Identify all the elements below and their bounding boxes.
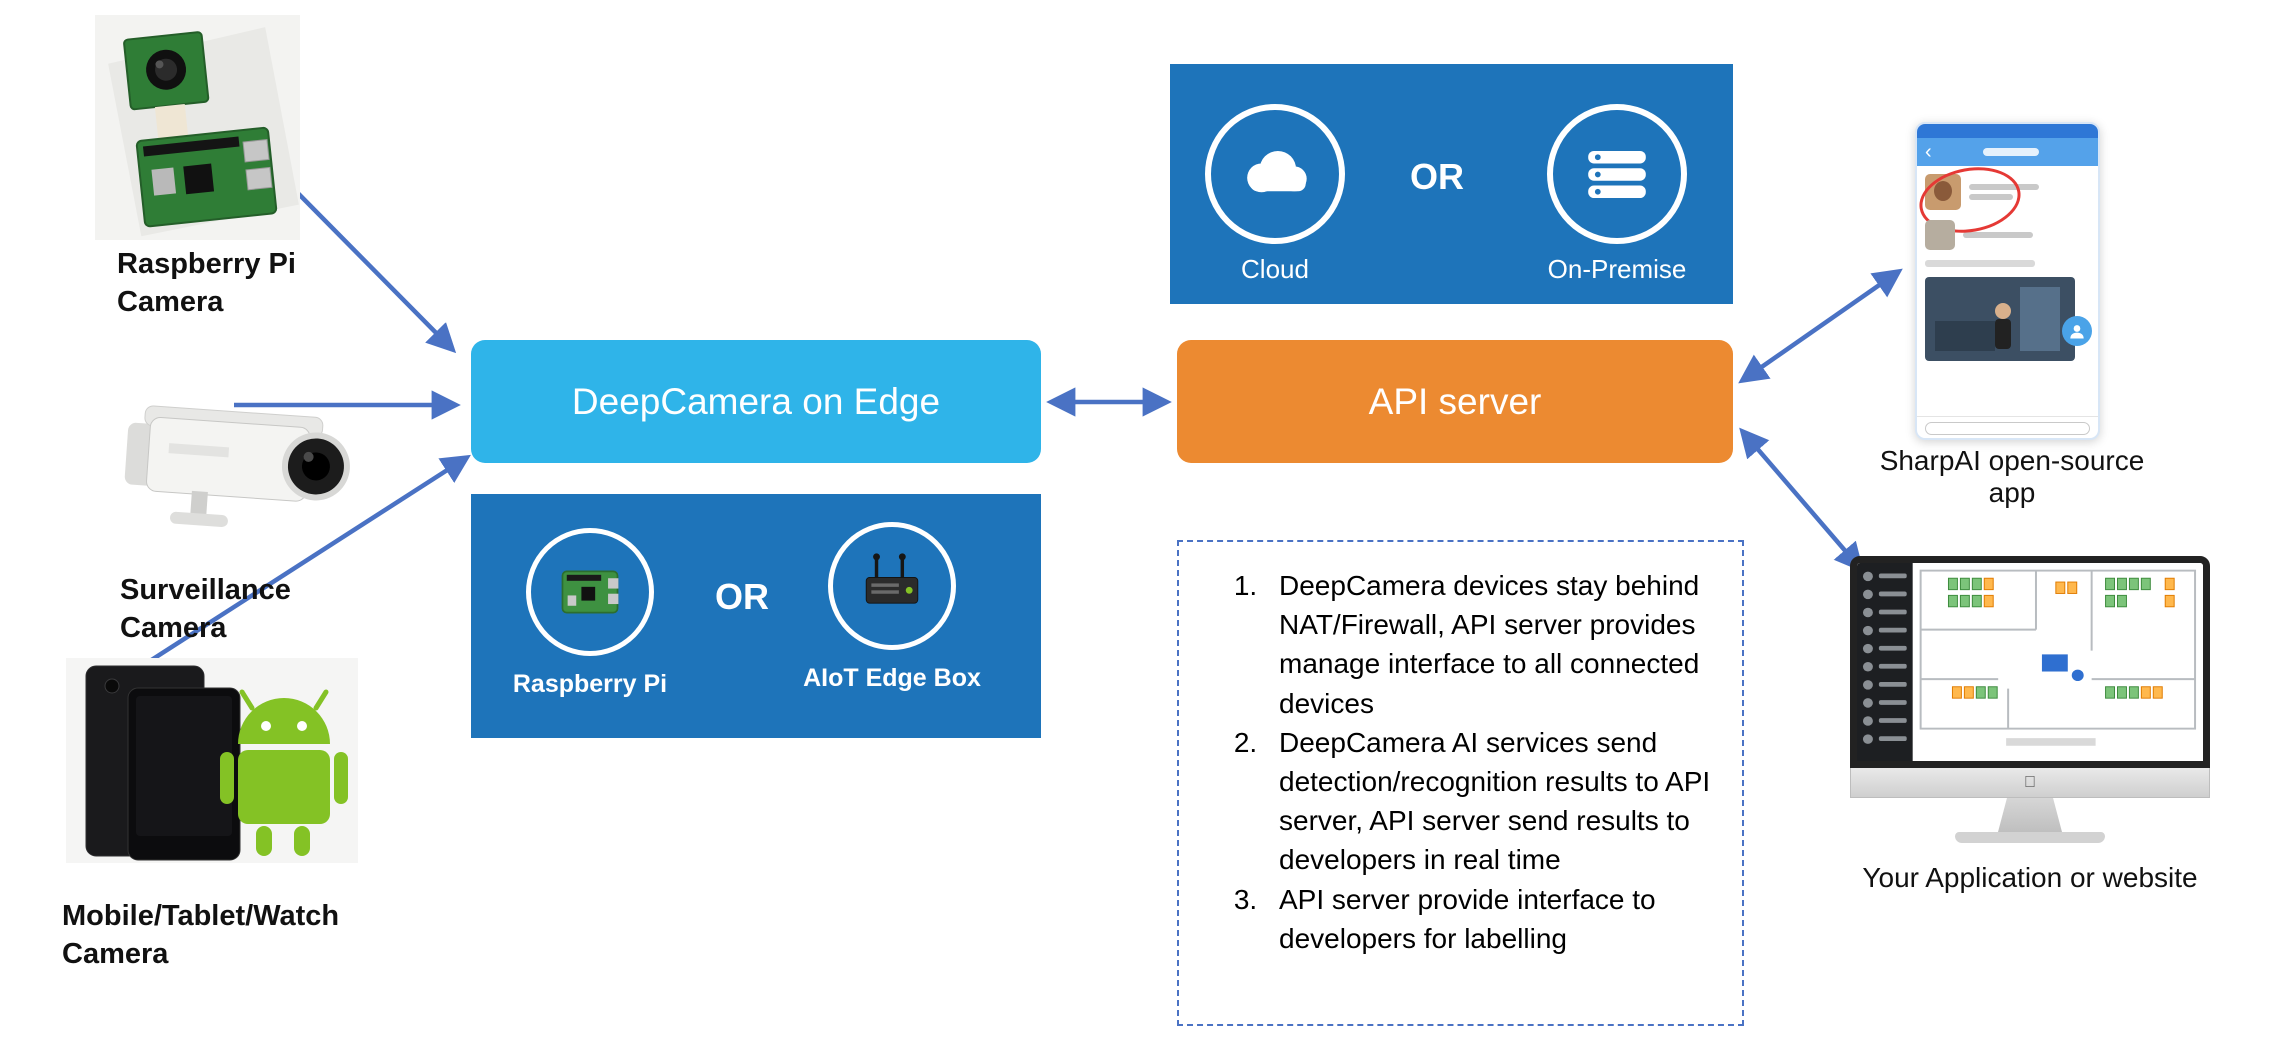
- note-item-1: DeepCamera devices stay behind NAT/Firew…: [1265, 566, 1728, 723]
- imac-screen: [1850, 556, 2210, 768]
- message-text-bar: [1925, 260, 2035, 267]
- phone-body: [1917, 159, 2098, 416]
- imac-stand: [1998, 798, 2062, 832]
- notes-box: DeepCamera devices stay behind NAT/Firew…: [1177, 540, 1744, 1026]
- mobile-camera-label: Mobile/Tablet/Watch Camera: [62, 900, 340, 970]
- raspberry-pi-label: Raspberry Pi: [512, 670, 668, 698]
- arrow-api-to-application: [1739, 427, 1864, 573]
- object-thumbnail: [1925, 220, 1955, 250]
- floorplan-app-screen: [1857, 563, 2203, 761]
- hardware-panel: Raspberry Pi OR AIoT Edge Box: [471, 494, 1041, 738]
- phone-title-placeholder: [1982, 148, 2039, 156]
- arrow-rpicam-to-edge: [276, 171, 457, 354]
- phone-status-bar: [1917, 124, 2098, 138]
- surveillance-camera-image: [108, 368, 373, 563]
- raspberry-pi-camera-label: Raspberry Pi Camera: [117, 248, 296, 318]
- onpremise-option: On-Premise: [1542, 104, 1692, 285]
- deployment-panel: Cloud OR On-Premise: [1170, 64, 1733, 304]
- deepcamera-edge-label: DeepCamera on Edge: [571, 380, 941, 422]
- note-item-2: DeepCamera AI services send detection/re…: [1265, 723, 1728, 880]
- api-server-node: API server: [1177, 340, 1733, 463]
- imac-chin: : [1850, 768, 2210, 798]
- detection-row: [1925, 220, 2090, 250]
- surveillance-camera-label: Surveillance Camera: [120, 574, 291, 644]
- deployment-or-label: OR: [1410, 156, 1464, 197]
- server-stack-icon: [1547, 104, 1687, 244]
- face-thumbnail: [1925, 174, 1961, 210]
- camera-snapshot-thumbnail: [1925, 277, 2075, 361]
- cloud-option: Cloud: [1200, 104, 1350, 285]
- raspberry-pi-board-icon: [526, 528, 654, 656]
- imac-base: [1955, 832, 2105, 843]
- back-chevron-icon: ‹: [1925, 141, 1932, 163]
- detection-text-lines: [1969, 180, 2039, 204]
- android-robot-icon: [220, 689, 348, 856]
- cloud-label: Cloud: [1241, 254, 1309, 284]
- sharpai-app-label: SharpAI open-source app: [1879, 445, 2145, 508]
- apple-logo-icon: : [2024, 774, 2036, 792]
- api-server-label: API server: [1368, 380, 1542, 422]
- hardware-or-label: OR: [715, 576, 769, 617]
- note-item-3: API server provide interface to develope…: [1265, 880, 1728, 958]
- aiot-edge-box-option: AIoT Edge Box: [787, 522, 997, 693]
- onpremise-label: On-Premise: [1547, 254, 1687, 284]
- your-application-label: Your Application or website: [1862, 862, 2198, 893]
- imac-computer: : [1850, 556, 2210, 856]
- phone-nav-bar: ‹: [1917, 138, 2098, 166]
- aiot-edge-box-label: AIoT Edge Box: [803, 664, 981, 692]
- notes-list: DeepCamera devices stay behind NAT/Firew…: [1179, 566, 1728, 958]
- aiot-edge-box-icon: [828, 522, 956, 650]
- mobile-camera-image: [66, 658, 358, 863]
- cloud-icon: [1205, 104, 1345, 244]
- detection-text-lines: [1963, 228, 2033, 242]
- sharpai-app-screenshot: ‹: [1915, 122, 2100, 440]
- phone-input-bar: [1917, 416, 2098, 438]
- deepcamera-edge-node: DeepCamera on Edge: [471, 340, 1041, 463]
- raspberry-pi-camera-image: [95, 15, 300, 240]
- arrow-api-to-sharpai: [1738, 268, 1903, 384]
- detection-row: [1925, 174, 2090, 210]
- message-input-field: [1925, 422, 2090, 435]
- person-icon: [2062, 316, 2092, 346]
- raspberry-pi-option: Raspberry Pi: [485, 528, 695, 699]
